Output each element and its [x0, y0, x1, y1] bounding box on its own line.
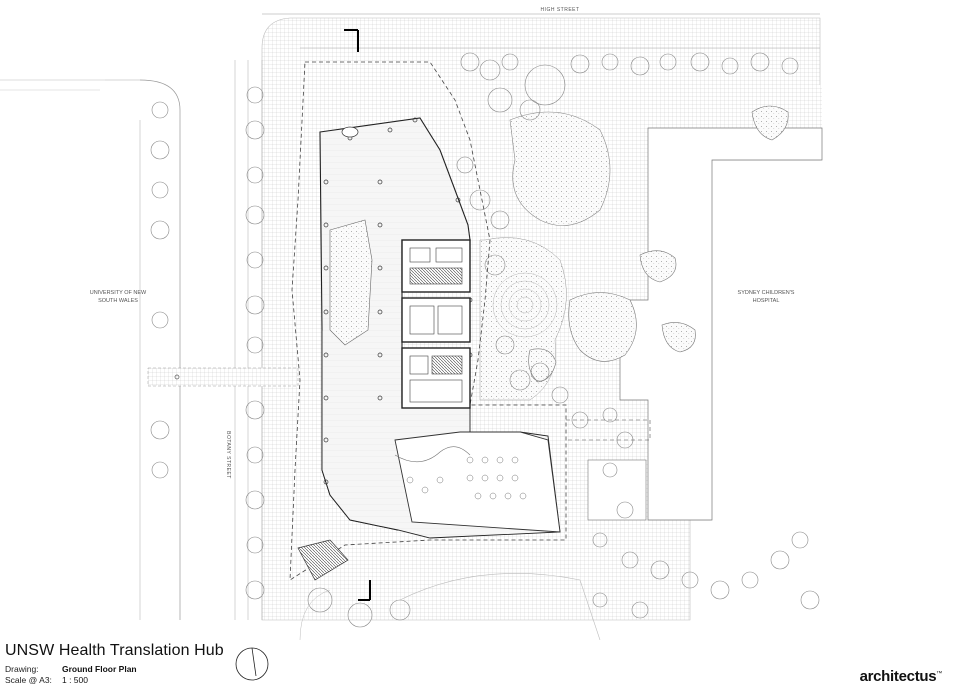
botany-street-road	[0, 60, 299, 620]
architectus-logo: architectus™	[859, 668, 943, 685]
brand-name: architectus	[859, 668, 937, 685]
high-street	[262, 13, 820, 49]
scale-label: Scale @ A3:	[5, 675, 52, 685]
drawing-value: Ground Floor Plan	[62, 664, 137, 674]
west-street-label: BOTANY STREET	[225, 431, 231, 479]
drawing-label: Drawing:	[5, 664, 39, 674]
project-title: UNSW Health Translation Hub	[5, 642, 224, 659]
landscape-garden	[479, 105, 789, 401]
north-arrow-icon	[235, 647, 269, 681]
brand-trademark: ™	[936, 671, 942, 677]
east-zone-label-line2: HOSPITAL	[753, 298, 780, 304]
west-zone-label-line1: UNIVERSITY OF NEW	[90, 290, 147, 296]
north-street-label: HIGH STREET	[540, 7, 579, 13]
core-blocks	[401, 239, 471, 409]
entry-stairs	[297, 539, 349, 581]
southern-road	[299, 573, 601, 640]
west-zone-label-line2: SOUTH WALES	[98, 298, 138, 304]
trees	[150, 52, 820, 628]
section-marker-icon	[344, 29, 371, 601]
site-plan-drawing: HIGH STREET BOTANY STREET UNIVERSITY OF …	[0, 7, 823, 640]
scale-value: 1 : 500	[62, 675, 88, 685]
site-boundary	[289, 61, 651, 581]
east-zone-label-line1: SYDNEY CHILDREN'S	[738, 290, 795, 296]
cafe-seating	[394, 431, 561, 533]
